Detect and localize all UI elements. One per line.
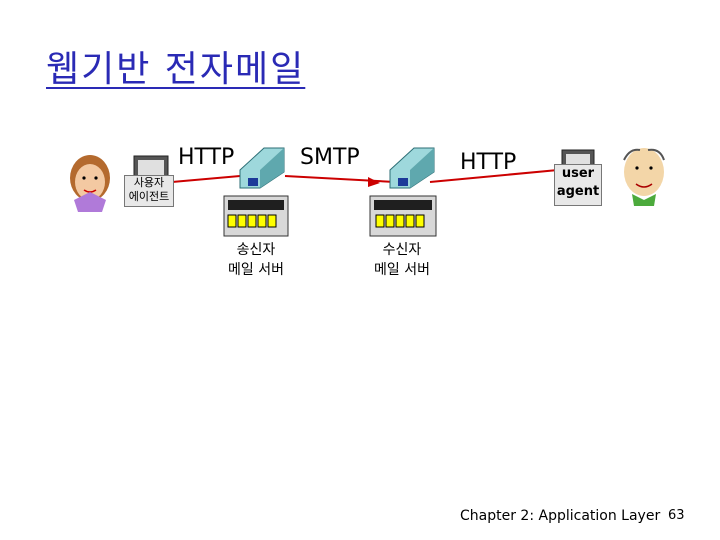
footer-chapter: Chapter 2: Application Layer (460, 508, 661, 524)
protocol-label-smtp: SMTP (300, 145, 360, 170)
http-link-left (171, 175, 241, 183)
sender-server-line2: 메일 서버 (228, 262, 284, 278)
user-agent-left-line2: 에이전트 (128, 190, 170, 203)
page-title: 웹기반 전자메일 (46, 49, 306, 90)
page-number: 63 (668, 508, 685, 523)
protocol-label-http-left: HTTP (178, 145, 235, 170)
receiver-mail-server-icon (369, 147, 437, 237)
protocol-label-http-right: HTTP (460, 150, 517, 175)
user-agent-left-label: 사용자 에이전트 (124, 175, 174, 207)
sender-server-line1: 송신자 (236, 242, 276, 258)
user-agent-right-label: user agent (554, 164, 602, 206)
sender-server-label: 송신자 메일 서버 (214, 240, 298, 280)
user-agent-right-line1: user (561, 166, 595, 181)
http-link-right (429, 169, 559, 183)
user-agent-left-line1: 사용자 (133, 176, 165, 189)
sender-mail-server-icon (223, 147, 289, 237)
receiver-server-line2: 메일 서버 (374, 262, 430, 278)
receiver-server-line1: 수신자 (382, 242, 422, 258)
smtp-arrowhead (368, 177, 380, 187)
user-agent-right-line2: agent (556, 184, 600, 199)
receiver-user-icon (623, 148, 665, 206)
sender-user-icon (70, 155, 110, 212)
receiver-server-label: 수신자 메일 서버 (360, 240, 444, 280)
smtp-link (284, 175, 396, 183)
